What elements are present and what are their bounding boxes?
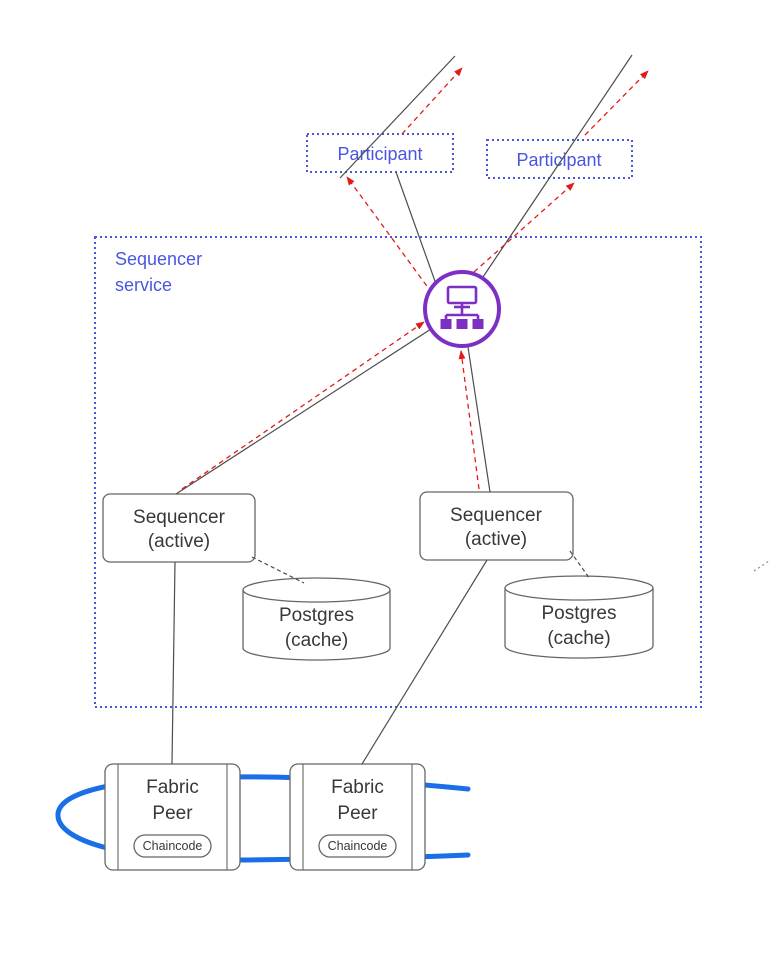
link-offcanvas-stub	[753, 560, 770, 572]
chaincode-badge	[318, 834, 397, 858]
arrow-hub-participant2	[473, 182, 575, 273]
sequencer-2-label-line2: (active)	[465, 529, 527, 550]
arrow-participant1-upstream	[401, 67, 463, 135]
link-participant1-upstream	[339, 55, 456, 179]
postgres-cache-1: Postgres (cache)	[242, 577, 391, 661]
sequencer-node-2: Sequencer (active)	[419, 491, 574, 561]
link-hub-participant1	[395, 171, 437, 285]
sequencer-1-label-line2: (active)	[148, 531, 210, 552]
peer-2-label-line1: Fabric	[331, 777, 384, 798]
sequencer-service-label-line1: Sequencer	[115, 249, 202, 269]
arrow-hub-participant1	[346, 176, 433, 294]
postgres-1-label-line1: Postgres	[279, 605, 354, 626]
chaincode-badge	[133, 834, 212, 858]
fabric-peer-2: Fabric Peer Chaincode	[289, 763, 426, 871]
participant-node-1: Participant	[306, 133, 454, 173]
chaincode-badge-label: Chaincode	[328, 839, 388, 853]
link-sequencer1-peer1	[171, 561, 176, 765]
chaincode-badge-label: Chaincode	[143, 839, 203, 853]
sequencer-1-label-line1: Sequencer	[133, 507, 226, 528]
link-sequencer1-postgres1	[251, 556, 305, 584]
arrow-sequencer2-hub	[458, 350, 480, 490]
link-sequencer2-peer2	[361, 559, 488, 765]
participant-2-label: Participant	[516, 150, 601, 170]
sequencer-hub-node	[423, 270, 501, 348]
link-sequencer1-hub	[175, 328, 432, 495]
fabric-peer-1: Fabric Peer Chaincode	[104, 763, 241, 871]
link-sequencer2-postgres2	[569, 550, 591, 580]
postgres-cache-2: Postgres (cache)	[504, 575, 654, 659]
sequencer-service-container	[94, 236, 702, 708]
link-participant2-upstream	[482, 54, 633, 278]
red-flow-arrows	[181, 67, 649, 490]
arrow-sequencer1-hub	[181, 321, 425, 490]
postgres-2-label-line2: (cache)	[547, 628, 610, 649]
connector-lines	[171, 54, 770, 765]
sequencer-service-label-line2: service	[115, 275, 172, 295]
arrow-participant2-upstream	[584, 70, 649, 136]
peer-2-label-line2: Peer	[337, 803, 378, 824]
cylinder-top	[242, 577, 391, 603]
sitemap-icon	[440, 285, 484, 329]
sequencer-node-1: Sequencer (active)	[102, 493, 256, 563]
participant-1-label: Participant	[337, 144, 422, 164]
peer-1-label-line2: Peer	[152, 803, 193, 824]
link-sequencer2-hub	[467, 346, 491, 493]
sequencer-2-label-line1: Sequencer	[450, 505, 543, 526]
postgres-1-label-line2: (cache)	[285, 630, 348, 651]
postgres-2-label-line1: Postgres	[542, 603, 617, 624]
peer-1-label-line1: Fabric	[146, 777, 199, 798]
participant-node-2: Participant	[486, 139, 633, 179]
cylinder-top	[504, 575, 654, 601]
